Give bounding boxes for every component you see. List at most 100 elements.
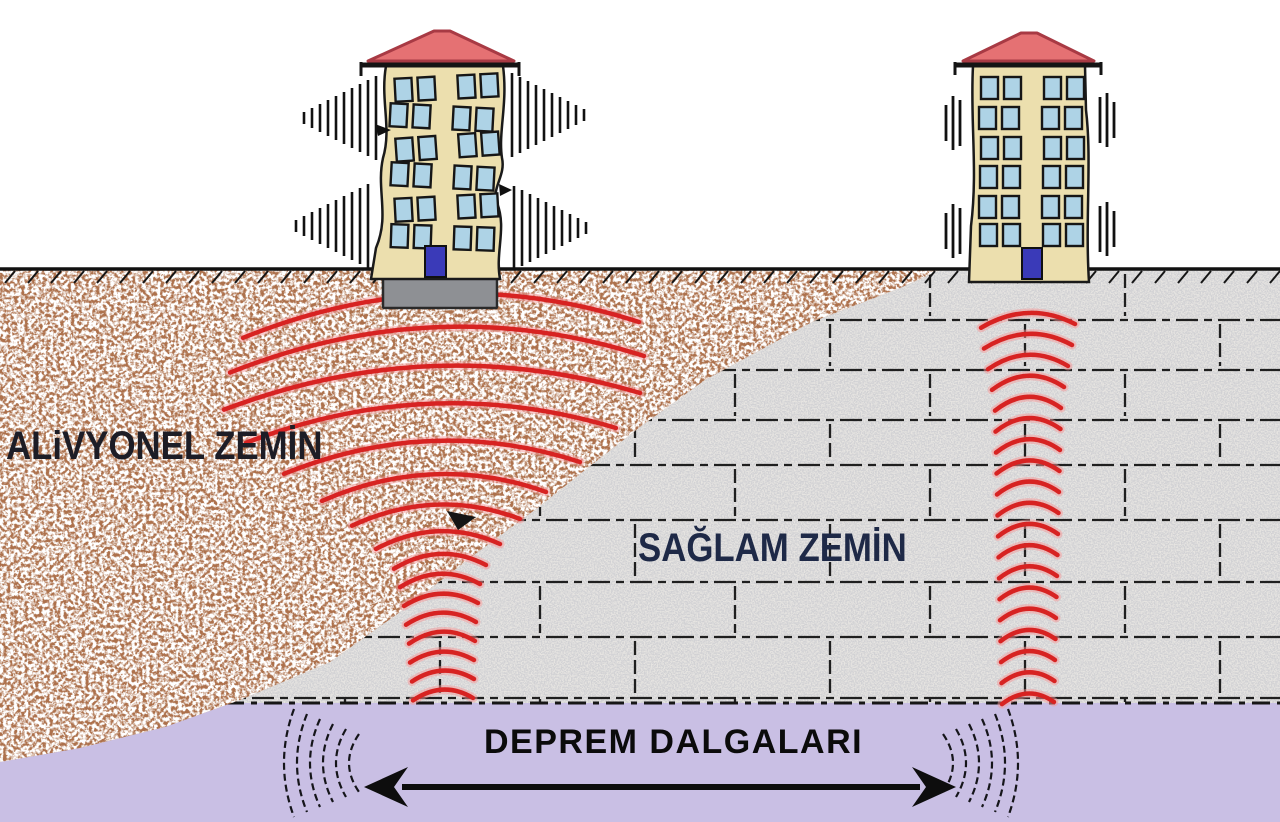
seismic-wave-arc — [999, 670, 1057, 686]
window — [1041, 164, 1062, 190]
hatch-tick — [234, 270, 246, 284]
window — [977, 105, 998, 131]
window — [978, 222, 999, 248]
hatch-tick — [211, 270, 223, 284]
seismic-wave-arc — [996, 542, 1060, 560]
seismic-wave-arc — [985, 352, 1071, 372]
hatch-tick — [740, 270, 752, 284]
seismic-wave-arc — [981, 331, 1075, 351]
hatch-tick — [602, 270, 614, 284]
seismic-wave-arc — [999, 691, 1057, 707]
window — [979, 135, 1000, 161]
wall-crack-mark — [499, 184, 512, 196]
building-roof — [366, 29, 516, 63]
window — [479, 72, 500, 99]
label-alluvial-soil: ALiVYONEL ZEMİN — [6, 424, 323, 468]
building-door — [424, 245, 447, 278]
seismic-wave-arc — [409, 668, 477, 684]
window — [1064, 222, 1085, 248]
hatch-tick — [878, 270, 890, 284]
window — [411, 103, 432, 130]
hatch-tick — [73, 270, 85, 284]
seismic-wave-arc — [401, 591, 481, 609]
hatch-tick — [556, 270, 568, 284]
seismic-wave-arc — [221, 363, 643, 412]
window — [475, 165, 496, 192]
hatch-tick — [1131, 270, 1143, 284]
hatch-tick — [326, 270, 338, 284]
label-solid-ground: SAĞLAM ZEMİN — [638, 526, 907, 570]
vibration-arc — [282, 708, 296, 818]
building-door — [1021, 247, 1043, 280]
hatch-tick — [717, 270, 729, 284]
seismic-wave-arc — [997, 606, 1059, 623]
seismic-wave-arc — [373, 528, 503, 552]
hatch-tick — [1108, 270, 1120, 284]
window — [978, 164, 999, 190]
hatch-tick — [4, 270, 16, 284]
window — [1002, 135, 1023, 161]
window — [1042, 75, 1063, 101]
hatch-tick — [1246, 270, 1258, 284]
seismic-wave-arc — [995, 500, 1061, 518]
double-headed-arrow-icon — [364, 767, 956, 807]
vibration-lines-icon — [944, 93, 1116, 258]
shaking-stable-building-icon — [953, 31, 1103, 284]
window — [389, 222, 410, 249]
window-row — [393, 72, 500, 104]
hatch-tick — [27, 270, 39, 284]
window — [456, 131, 478, 159]
window — [1041, 222, 1062, 248]
hatch-tick — [303, 270, 315, 284]
hatch-tick — [947, 270, 959, 284]
seismic-wave-arc — [319, 471, 549, 504]
window — [1001, 164, 1022, 190]
vibration-arc — [980, 718, 994, 808]
window — [1000, 105, 1021, 131]
window — [393, 196, 414, 224]
seismic-wave-arc — [397, 571, 483, 590]
arrow-head-left — [364, 767, 408, 807]
vibration-arc — [968, 723, 981, 803]
vibration-arc — [955, 728, 967, 798]
seismic-wave-arc — [993, 436, 1063, 455]
window — [474, 106, 495, 133]
hatch-tick — [533, 270, 545, 284]
wave-direction-mark — [447, 511, 476, 530]
building-windows — [388, 72, 501, 252]
hatch-tick — [1154, 270, 1166, 284]
window — [1000, 194, 1021, 220]
seismic-wave-arc — [407, 649, 477, 665]
window — [1001, 222, 1022, 248]
window-row — [393, 192, 500, 224]
window — [416, 195, 437, 222]
window — [1063, 105, 1084, 131]
arrow-head-right — [912, 767, 956, 807]
vibration-arc — [308, 718, 322, 808]
window — [479, 192, 500, 219]
window — [412, 223, 433, 250]
seismic-wave-arc — [406, 629, 478, 646]
hatch-tick — [671, 270, 683, 284]
vibration-lines-icon — [294, 73, 588, 270]
hatch-tick — [280, 270, 292, 284]
seismic-wave-arc — [989, 373, 1067, 393]
seismic-wave-arc — [998, 648, 1058, 665]
seismic-wave-arc — [349, 502, 523, 528]
seismic-wave-arc — [998, 627, 1058, 644]
hatch-tick — [901, 270, 913, 284]
window — [1065, 135, 1086, 161]
hatch-tick — [832, 270, 844, 284]
window-row — [389, 160, 496, 192]
window — [1065, 75, 1086, 101]
hatch-tick — [96, 270, 108, 284]
hatch-tick — [165, 270, 177, 284]
window — [416, 75, 437, 102]
vibration-arc — [1006, 708, 1020, 818]
hatch-tick — [1177, 270, 1189, 284]
window-row — [394, 130, 501, 163]
hatch-tick — [188, 270, 200, 284]
vibration-arc — [321, 723, 334, 803]
seismic-wave-arc — [996, 564, 1060, 581]
